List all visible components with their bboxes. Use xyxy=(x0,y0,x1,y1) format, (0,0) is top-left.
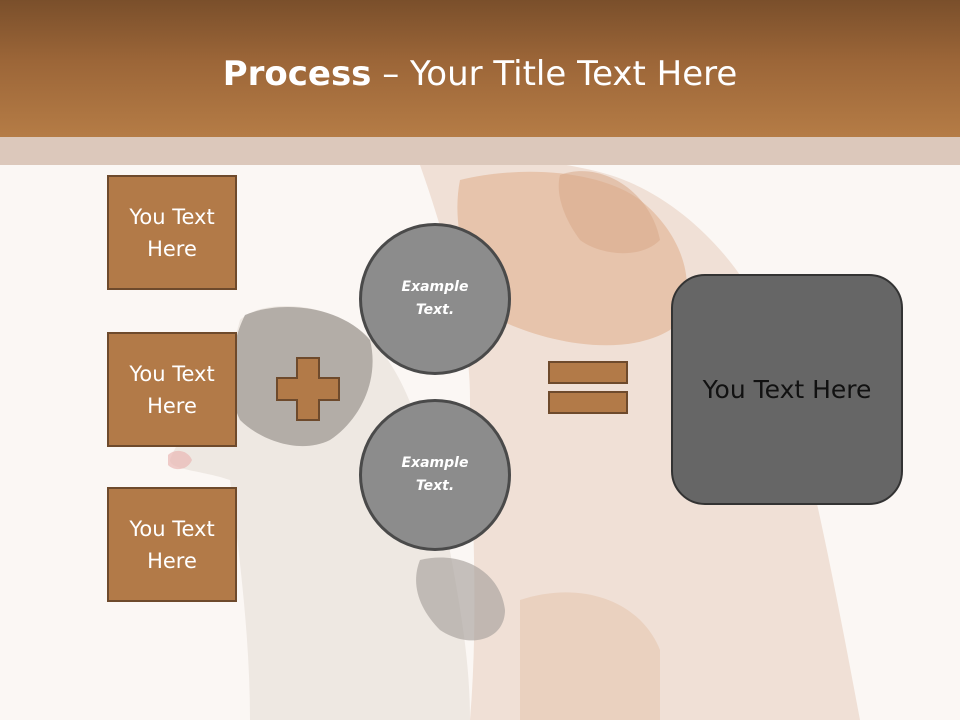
left-box-2: You Text Here xyxy=(107,332,237,447)
header-strip xyxy=(0,137,960,165)
dog-ear xyxy=(558,171,660,254)
plus-icon xyxy=(276,357,340,421)
equals-icon xyxy=(548,361,628,414)
header-band xyxy=(0,0,960,137)
circle-label: Example Text. xyxy=(401,279,469,318)
left-box-label: You Text Here xyxy=(129,516,215,573)
title-rest: – Your Title Text Here xyxy=(371,54,738,94)
dog-lower-patch xyxy=(520,592,660,720)
left-box-3: You Text Here xyxy=(107,487,237,602)
circle-label: Example Text. xyxy=(401,455,469,494)
example-circle-2: Example Text. xyxy=(359,399,511,551)
left-box-label: You Text Here xyxy=(129,204,215,261)
left-box-1: You Text Here xyxy=(107,175,237,290)
cat-dark-back xyxy=(416,557,505,641)
result-label: You Text Here xyxy=(702,375,872,404)
result-box: You Text Here xyxy=(671,274,903,505)
left-box-label: You Text Here xyxy=(129,361,215,418)
example-circle-1: Example Text. xyxy=(359,223,511,375)
slide-title: Process – Your Title Text Here xyxy=(0,52,960,96)
title-bold: Process xyxy=(222,54,372,94)
cat-nose xyxy=(168,450,192,470)
